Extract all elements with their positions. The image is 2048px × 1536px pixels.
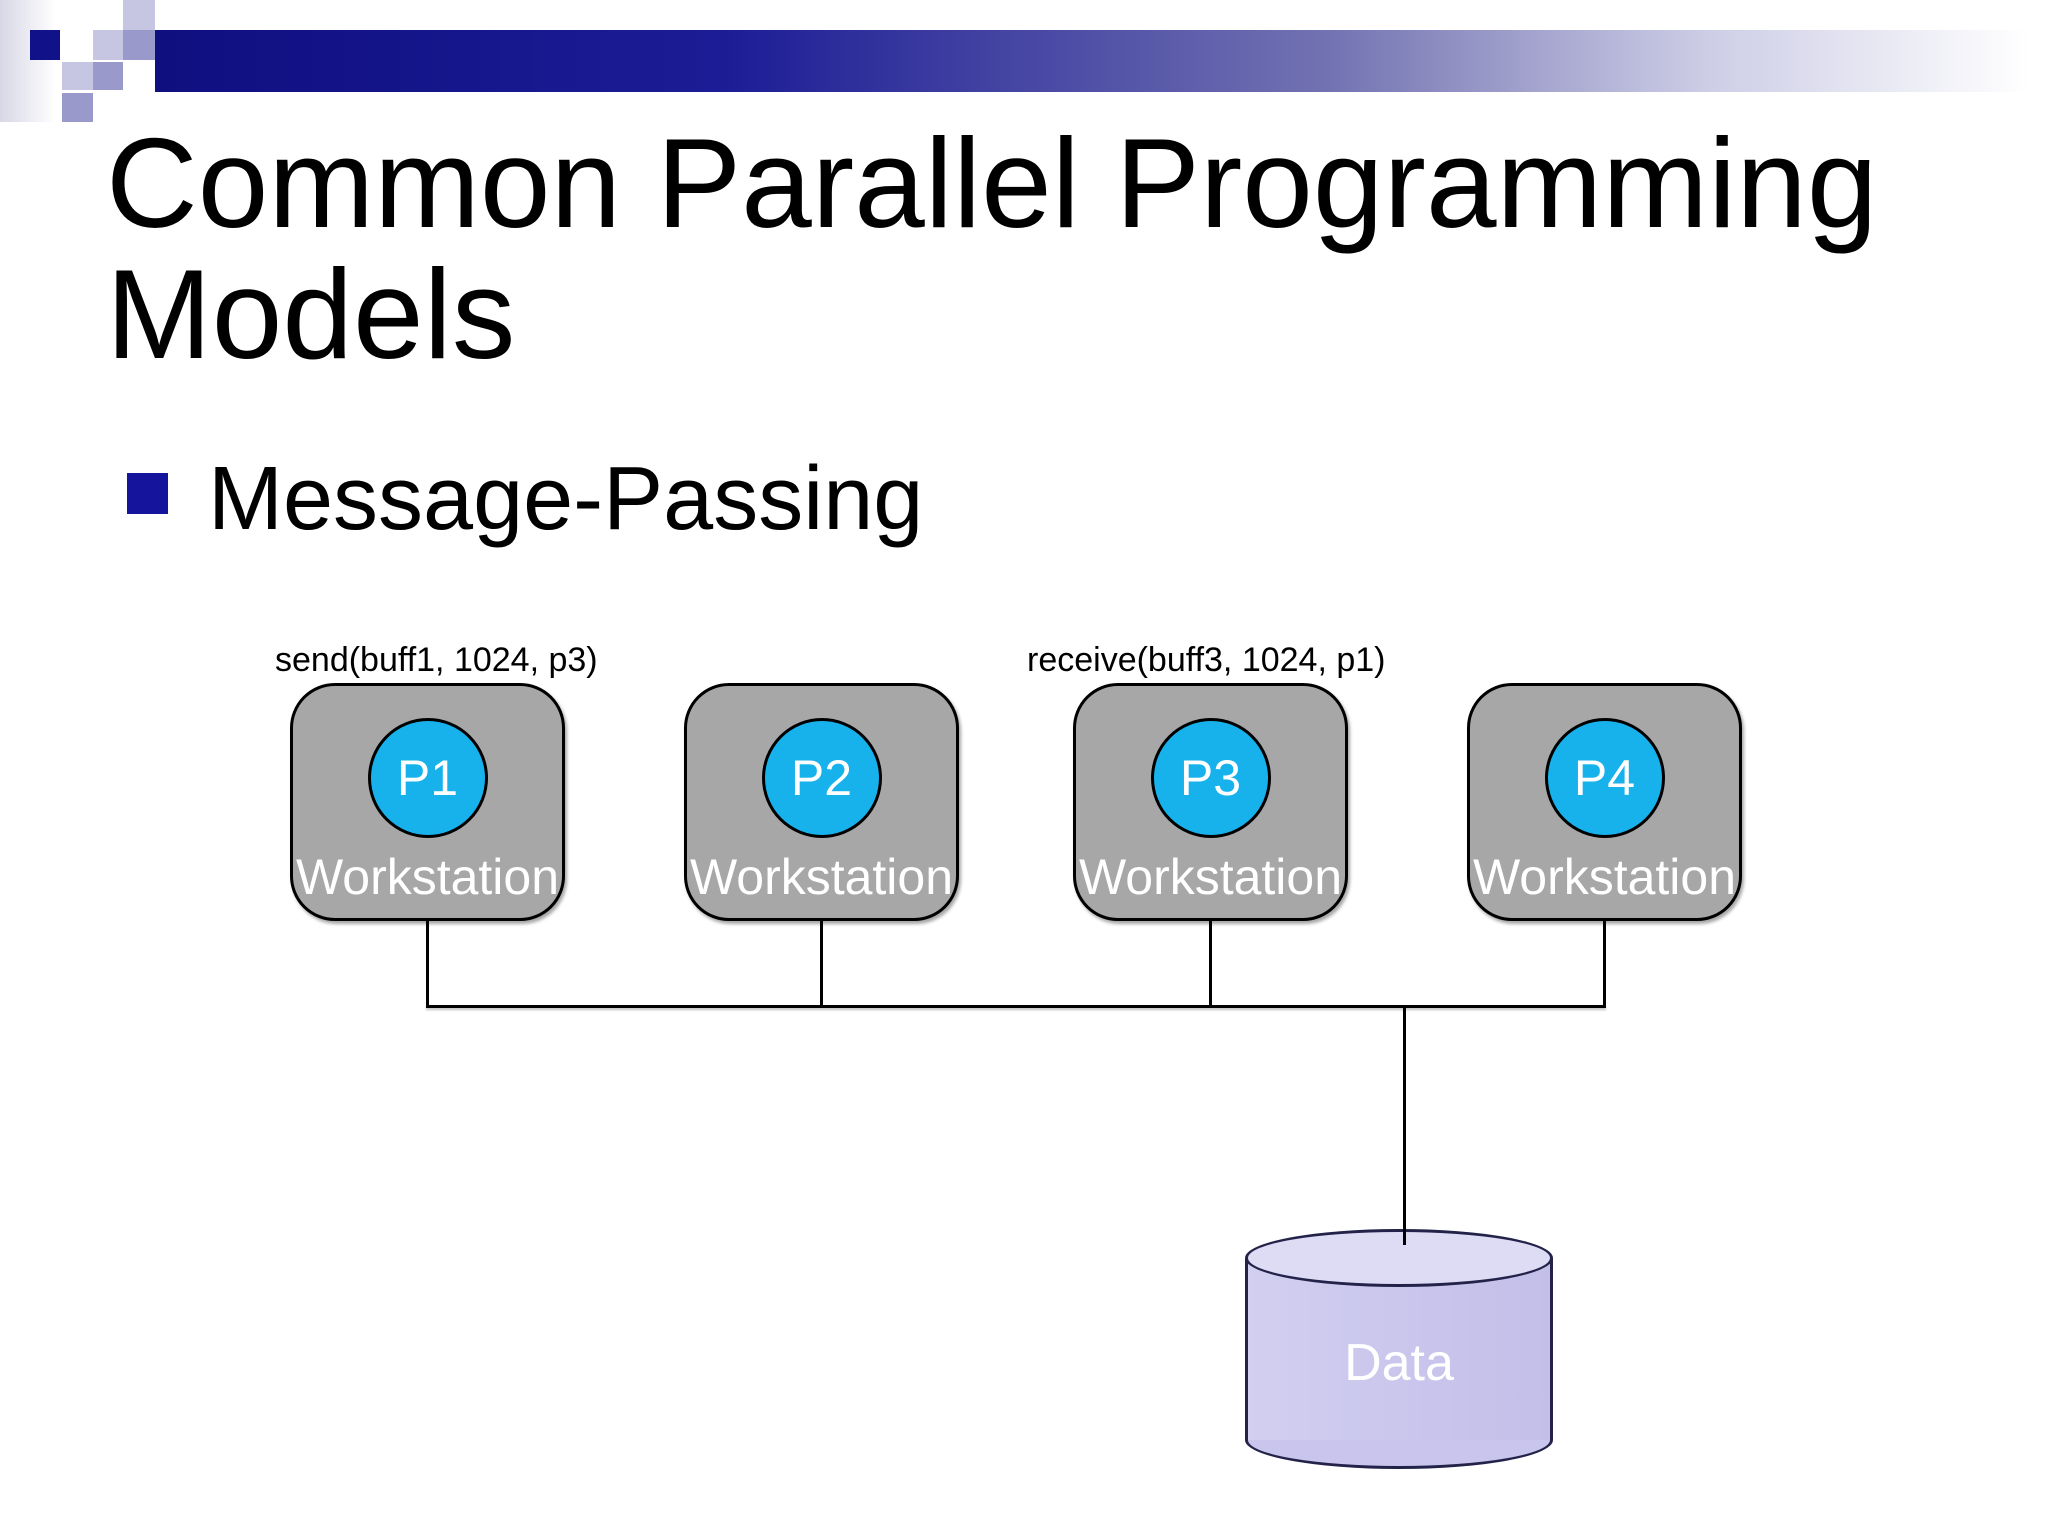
workstation-label: Workstation: [689, 849, 954, 905]
connector-line-ws1: [426, 921, 429, 1007]
cylinder-top: [1245, 1229, 1553, 1287]
data-cylinder: Data: [1245, 1229, 1553, 1469]
decor-square: [93, 30, 123, 60]
slide-title: Common Parallel Programming Models: [106, 112, 1878, 385]
decor-square: [30, 30, 60, 60]
decor-square: [123, 0, 155, 30]
process-circle-p2: P2: [761, 718, 882, 838]
workstation-box-2: P2 Workstation: [684, 683, 959, 921]
process-label: P3: [1179, 750, 1242, 806]
process-circle-p4: P4: [1544, 718, 1665, 838]
connector-line-data: [1403, 1005, 1406, 1245]
workstation-label: Workstation: [295, 849, 560, 905]
decor-square: [93, 62, 123, 90]
process-label: P4: [1573, 750, 1636, 806]
workstation-box-1: P1 Workstation: [290, 683, 565, 921]
connector-line-ws3: [1209, 921, 1212, 1007]
workstation-box-3: P3 Workstation: [1073, 683, 1348, 921]
process-label: P2: [790, 750, 853, 806]
header-gradient-strip: [0, 0, 56, 122]
connector-line-ws2: [820, 921, 823, 1007]
workstation-box-4: P4 Workstation: [1467, 683, 1742, 921]
bus-line: [426, 1005, 1606, 1008]
receive-call-label: receive(buff3, 1024, p1): [1027, 641, 1386, 679]
workstation-label: Workstation: [1472, 849, 1737, 905]
decor-square: [123, 30, 155, 60]
workstation-label: Workstation: [1078, 849, 1343, 905]
process-circle-p3: P3: [1150, 718, 1271, 838]
decor-square: [62, 62, 93, 90]
cylinder-body: [1245, 1258, 1553, 1440]
send-call-label: send(buff1, 1024, p3): [275, 641, 598, 679]
bullet-text: Message-Passing: [208, 449, 924, 549]
decor-square: [62, 93, 93, 122]
bullet-square-icon: [127, 473, 168, 514]
process-circle-p1: P1: [367, 718, 488, 838]
connector-line-ws4: [1603, 921, 1606, 1007]
header-bar: [155, 30, 2048, 92]
process-label: P1: [396, 750, 459, 806]
data-label: Data: [1344, 1334, 1454, 1392]
